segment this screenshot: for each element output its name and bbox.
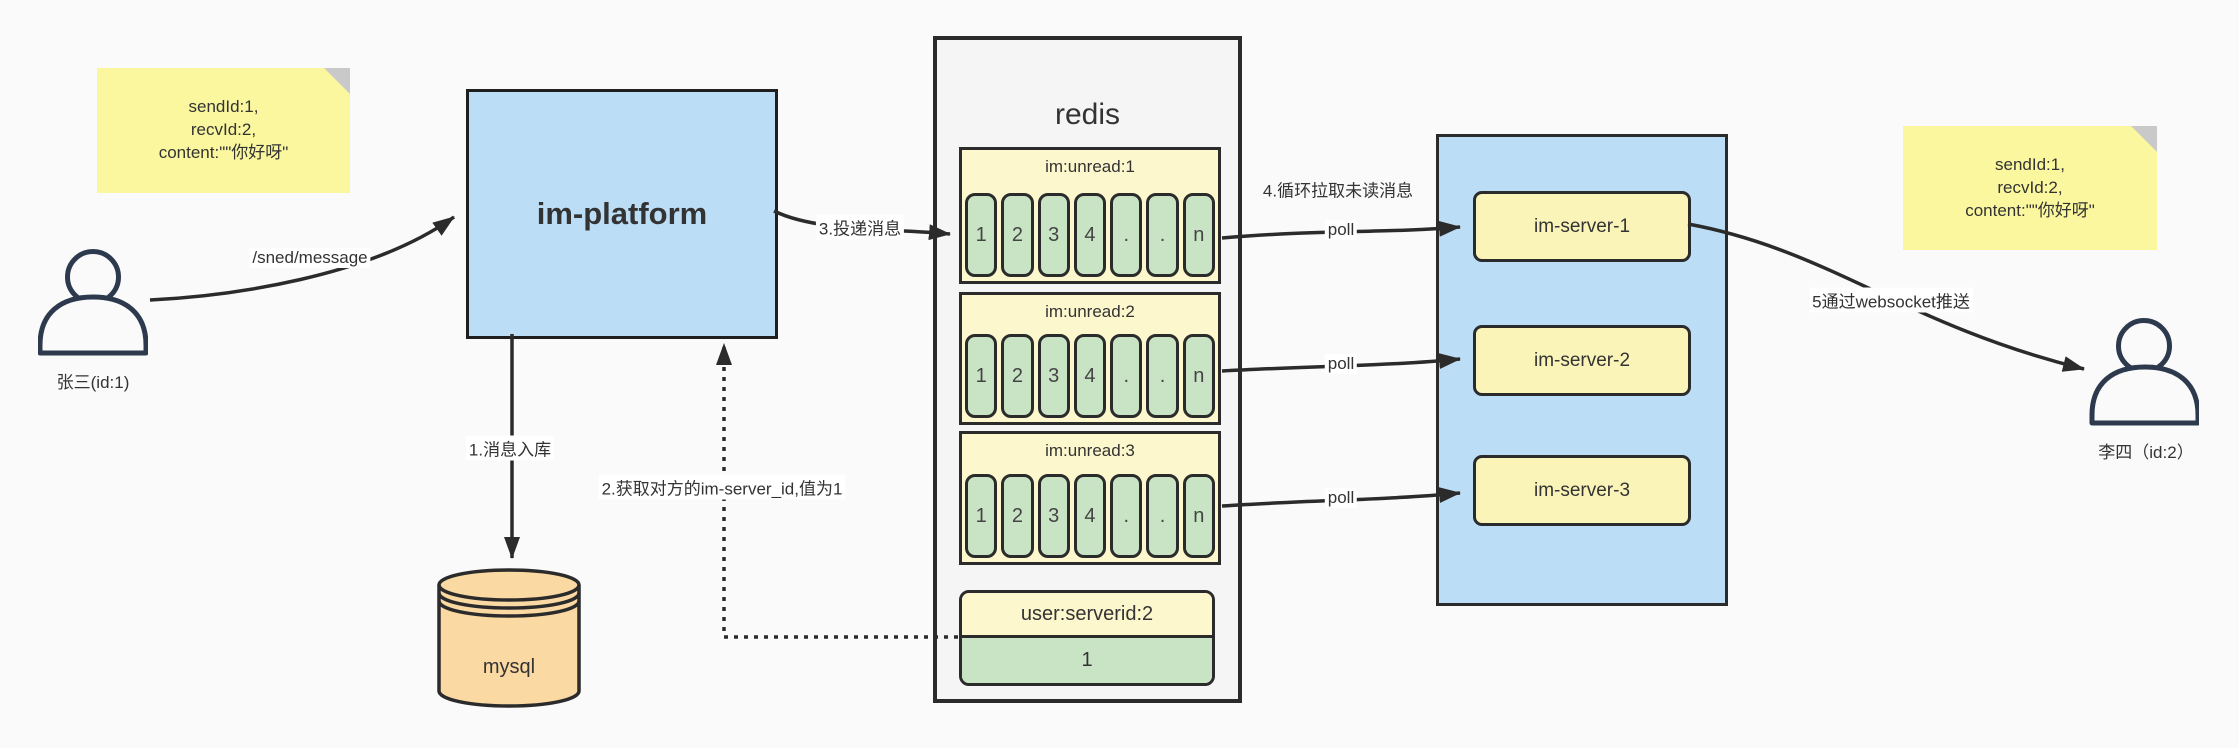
queue-cell: . [1110,193,1143,277]
redis-container: redis im:unread:1 1 2 3 4 . . n im:unrea… [933,36,1242,703]
im-server-2-box: im-server-2 [1473,325,1691,396]
user-icon-sender [37,247,149,357]
kv-value: 1 [962,635,1212,683]
im-server-3-box: im-server-3 [1473,455,1691,526]
queue-cell: n [1182,334,1215,418]
user-icon-receiver [2089,317,2201,427]
mysql-cylinder-icon [436,566,582,712]
queue-name: im:unread:2 [1045,302,1135,321]
queue-name: im:unread:3 [1045,441,1135,460]
note-line: sendId:1, [1995,155,2065,174]
queue-cell: . [1146,193,1179,277]
queue-cell: n [1182,474,1215,558]
label-step2: 2.获取对方的im-server_id,值为1 [598,474,846,500]
note-line: content:""你好呀" [1965,201,2095,220]
queue-cell: n [1182,193,1215,277]
label-step5: 5通过websocket推送 [1809,287,1973,313]
queue-cells: 1 2 3 4 . . n [965,474,1215,558]
queue-cell: 2 [1001,334,1034,418]
queue-im-unread-3: im:unread:3 1 2 3 4 . . n [959,431,1221,565]
queue-cell: 1 [965,193,998,277]
kv-key: user:serverid:2 [962,593,1212,635]
label-step3: 3.投递消息 [815,214,905,240]
im-server-cluster: im-server-1 im-server-2 im-server-3 [1436,134,1728,606]
label-poll-2: poll [1324,354,1358,374]
mysql-label: mysql [482,656,536,678]
person-body [37,294,149,356]
queue-im-unread-1: im:unread:1 1 2 3 4 . . n [959,147,1221,284]
queue-cell: 3 [1037,474,1070,558]
person-body [2089,364,2201,426]
queue-name: im:unread:1 [1045,157,1135,176]
person-head [2116,318,2172,374]
queue-cells: 1 2 3 4 . . n [965,193,1215,277]
note-line: recvId:2, [1997,178,2063,197]
queue-im-unread-2: im:unread:2 1 2 3 4 . . n [959,292,1221,425]
label-poll-1: poll [1324,220,1358,240]
note-sender-payload: sendId:1, recvId:2, content:""你好呀" [97,68,350,193]
label-step1: 1.消息入库 [465,435,555,461]
receiver-label: 李四（id:2） [2098,443,2194,462]
queue-cell: 4 [1073,474,1107,558]
note-fold-icon [324,68,350,94]
queue-cell: 3 [1037,334,1070,418]
note-fold-icon [2131,126,2157,152]
queue-cell: 1 [965,334,998,418]
sender-label: 张三(id:1) [56,373,130,392]
kv-user-serverid: user:serverid:2 1 [959,590,1215,686]
im-platform-box: im-platform [466,89,778,339]
note-receiver-payload: sendId:1, recvId:2, content:""你好呀" [1903,126,2157,250]
queue-cell: 4 [1073,193,1107,277]
im-server-1-box: im-server-1 [1473,191,1691,262]
queue-cell: 2 [1001,193,1034,277]
queue-cell: . [1146,334,1179,418]
queue-cells: 1 2 3 4 . . n [965,334,1215,418]
note-line: content:""你好呀" [158,143,289,162]
label-send-api: /sned/message [249,248,371,268]
redis-title: redis [1054,98,1121,131]
queue-cell: 4 [1073,334,1107,418]
label-poll-3: poll [1324,488,1358,508]
queue-cell: 3 [1037,193,1070,277]
label-step4: 4.循环拉取未读消息 [1262,181,1414,201]
queue-cell: . [1110,334,1143,418]
im-platform-title: im-platform [536,196,708,231]
queue-cell: 1 [965,474,998,558]
cylinder-body [437,568,581,708]
note-line: sendId:1, [188,97,259,116]
queue-cell: . [1146,474,1179,558]
queue-cell: . [1110,474,1143,558]
queue-cell: 2 [1001,474,1034,558]
note-line: recvId:2, [190,120,257,139]
